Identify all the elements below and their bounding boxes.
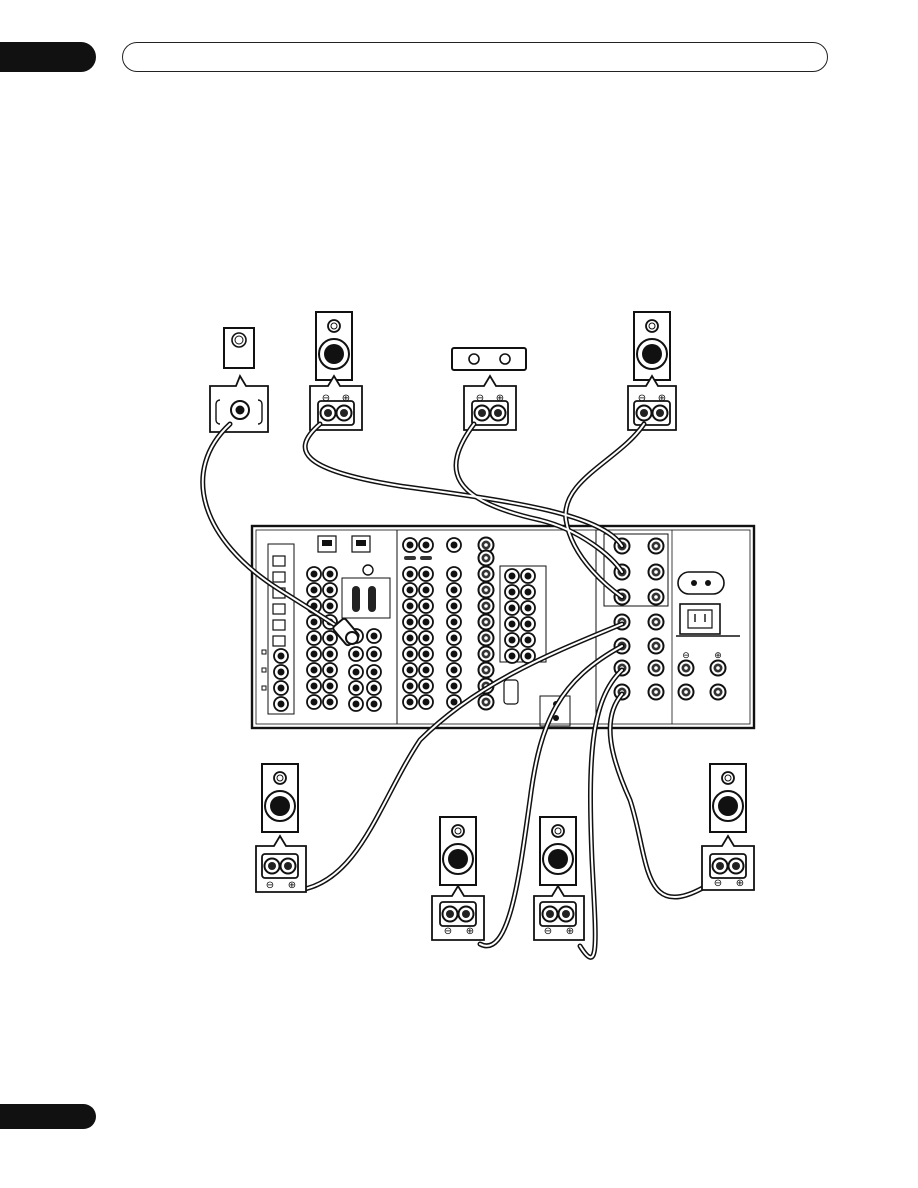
- front-left-speaker: ⊖ ⊕: [310, 312, 362, 430]
- terminal-plus-label: ⊕: [288, 880, 296, 891]
- terminal-plus-label: ⊕: [566, 926, 574, 937]
- center-speaker: ⊖ ⊕: [452, 348, 526, 430]
- surround-right-speaker: ⊖ ⊕: [702, 764, 754, 890]
- terminal-minus-label: ⊖: [266, 880, 274, 891]
- front-right-speaker: ⊖ ⊕: [628, 312, 676, 430]
- av-receiver: ⊖ ⊕: [252, 526, 754, 728]
- terminal-plus-label: ⊕: [466, 926, 474, 937]
- surround-left-speaker: ⊖ ⊕: [256, 764, 306, 892]
- surround-back-left-speaker: ⊖ ⊕: [432, 817, 484, 940]
- terminal-plus-label: ⊕: [736, 878, 744, 889]
- subwoofer: [210, 328, 268, 432]
- terminal-minus-label: ⊖: [714, 878, 722, 889]
- terminal-minus-label: ⊖: [444, 926, 452, 937]
- terminal-minus-label: ⊖: [544, 926, 552, 937]
- surround-back-right-speaker: ⊖ ⊕: [534, 817, 584, 940]
